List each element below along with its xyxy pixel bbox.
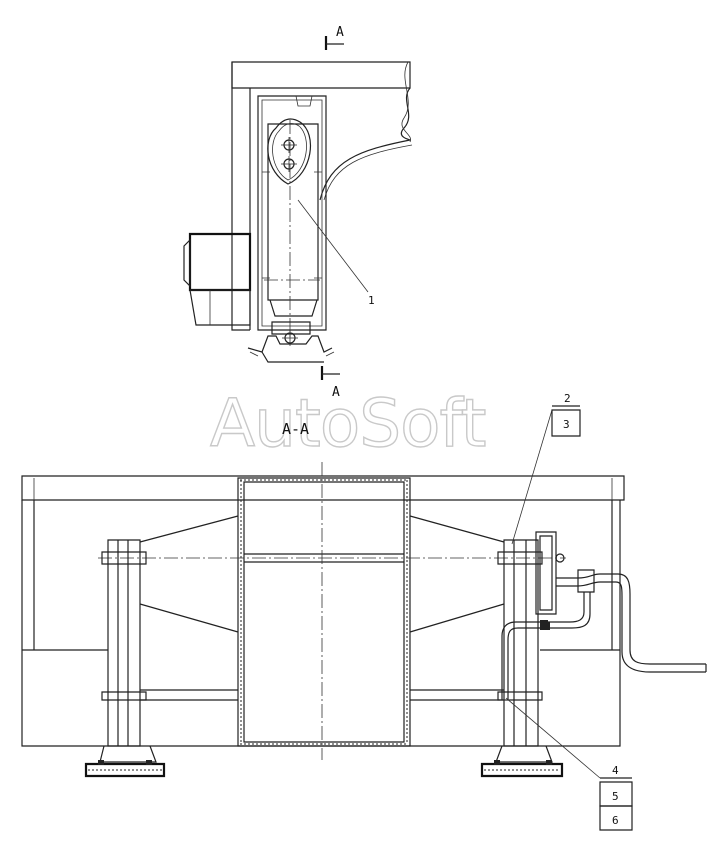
left-struts xyxy=(139,515,239,701)
right-support xyxy=(480,539,564,778)
vibrator-unit xyxy=(535,531,565,630)
callout-2-label: 2 xyxy=(564,392,571,405)
watermark: AutoSoft xyxy=(210,385,486,462)
callout-1-label: 1 xyxy=(368,294,375,307)
motor-block xyxy=(183,232,252,326)
chute-body xyxy=(257,95,327,340)
section-mark-bottom-label: A xyxy=(332,385,340,400)
top-view: A xyxy=(183,25,413,400)
section-mark-top-label: A xyxy=(336,25,344,40)
callout-2-3: 2 3 xyxy=(511,392,581,545)
callout-5-label: 5 xyxy=(612,790,619,803)
left-support xyxy=(84,539,166,778)
callout-4-label: 4 xyxy=(612,764,619,777)
callout-1: 1 xyxy=(297,199,375,307)
section-mark-bottom: A xyxy=(320,366,340,400)
section-view-title: A-A xyxy=(282,420,309,438)
top-slab xyxy=(21,475,625,501)
outer-wall xyxy=(21,500,621,747)
hose xyxy=(500,569,707,701)
bottom-hopper xyxy=(247,321,335,363)
callout-3-label: 3 xyxy=(563,418,570,431)
callout-4-5-6: 4 5 6 xyxy=(505,697,633,831)
section-mark-top: A xyxy=(324,25,344,50)
callout-6-label: 6 xyxy=(612,814,619,827)
central-cylinder xyxy=(237,462,411,760)
top-frame xyxy=(231,61,413,331)
right-struts xyxy=(409,515,505,701)
section-view: 2 3 4 5 6 xyxy=(21,392,707,831)
